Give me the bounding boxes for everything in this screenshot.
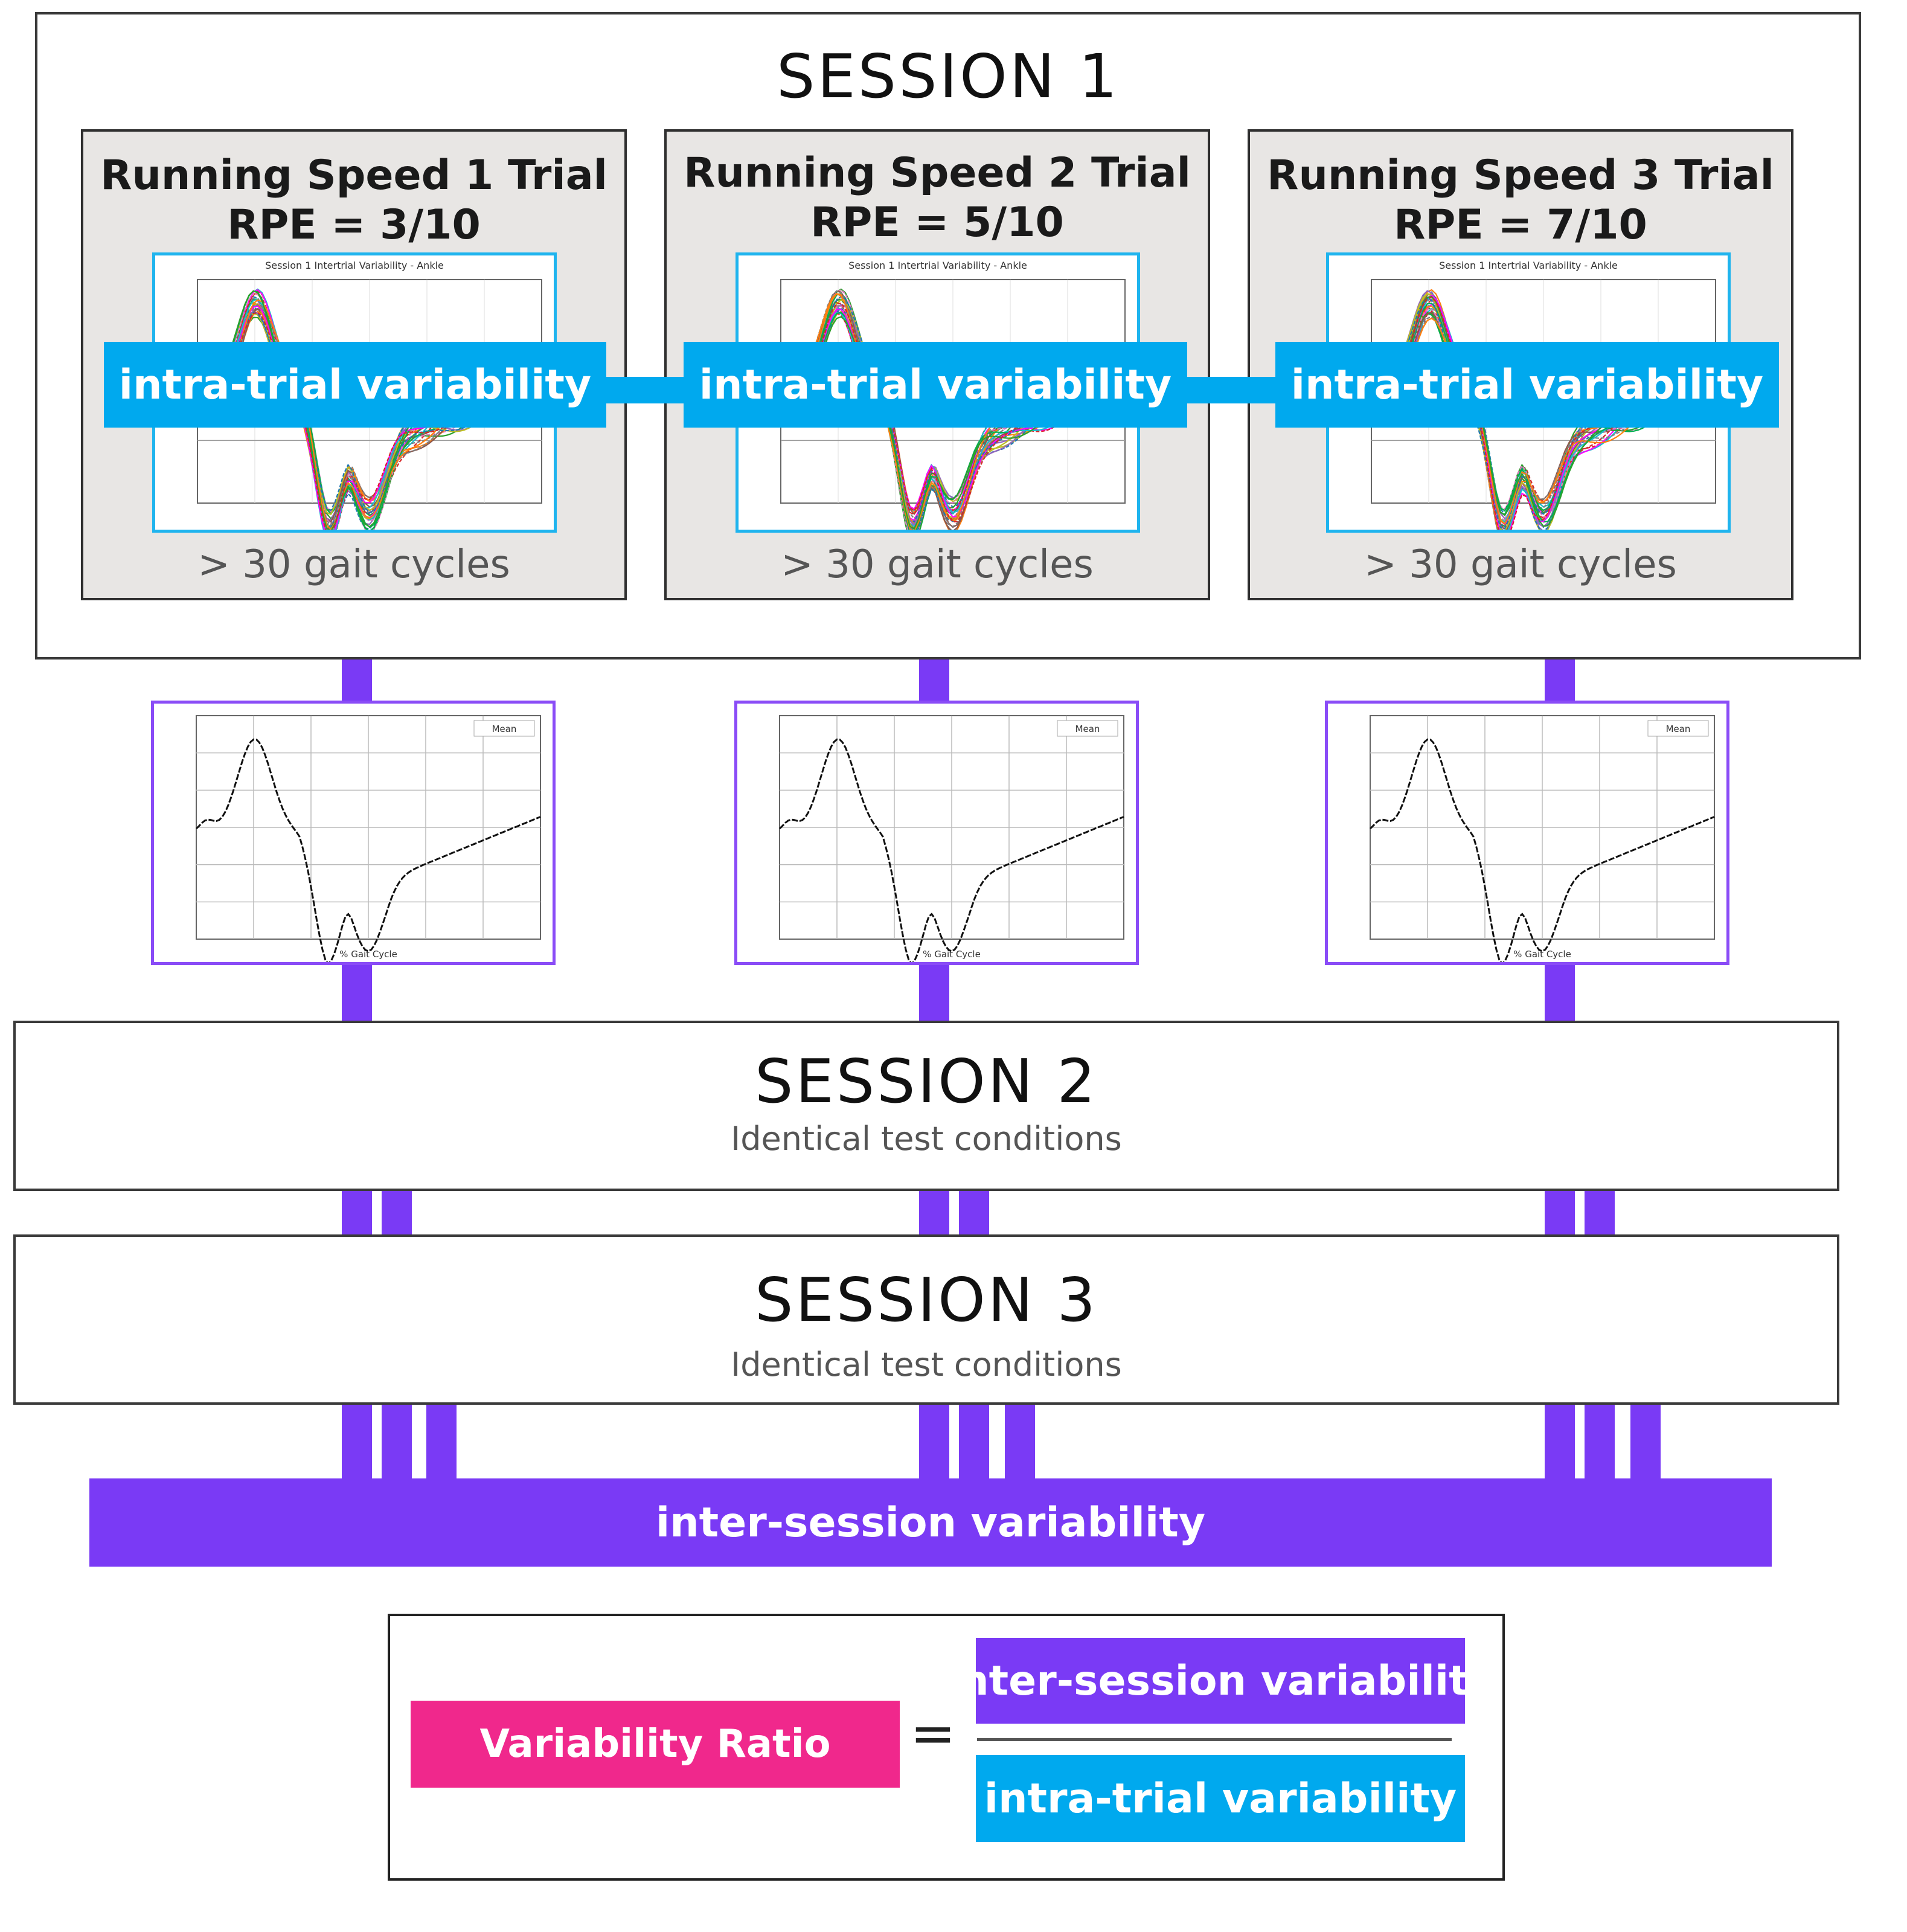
mean-plot-3-svg: Mean % Gait Cycle bbox=[1328, 704, 1726, 966]
mean-plot-2: Mean % Gait Cycle bbox=[734, 701, 1139, 966]
trial-1-cycles: > 30 gait cycles bbox=[197, 542, 510, 587]
trial-3-title: Running Speed 3 Trial RPE = 7/10 bbox=[1250, 151, 1791, 250]
trial-curve bbox=[197, 312, 542, 536]
intra-trial-label-3: intra-trial variability bbox=[1275, 342, 1779, 428]
mean-plot-3: Mean % Gait Cycle bbox=[1325, 701, 1729, 966]
session-1-title: SESSION 1 bbox=[776, 41, 1120, 112]
formula-denominator: intra-trial variability bbox=[976, 1755, 1465, 1842]
trial-2-title: Running Speed 2 Trial RPE = 5/10 bbox=[667, 149, 1208, 248]
connector-s3-3 bbox=[1630, 1405, 1661, 1480]
inter-session-bar: inter-session variability bbox=[89, 1478, 1772, 1567]
variability-ratio-label: Variability Ratio bbox=[411, 1701, 900, 1788]
plot-title: Session 1 Intertrial Variability - Ankle bbox=[848, 260, 1027, 271]
connector-s3-2 bbox=[1005, 1405, 1035, 1480]
x-axis-label: % Gait Cycle bbox=[923, 949, 981, 960]
intra-trial-link-1 bbox=[598, 377, 694, 403]
session-2-title: SESSION 2 bbox=[754, 1046, 1098, 1117]
fraction-line bbox=[977, 1738, 1452, 1741]
plot-background bbox=[1328, 704, 1726, 962]
session-3-title: SESSION 3 bbox=[754, 1265, 1098, 1335]
mean-curve bbox=[778, 738, 1124, 966]
intra-trial-link-2 bbox=[1181, 377, 1278, 403]
mean-plot-1-svg: Mean % Gait Cycle bbox=[154, 704, 553, 966]
trial-3-rpe: RPE = 7/10 bbox=[1394, 201, 1647, 249]
x-axis-label: % Gait Cycle bbox=[339, 949, 397, 960]
session-3-subtitle: Identical test conditions bbox=[731, 1346, 1122, 1384]
legend-label: Mean bbox=[1666, 724, 1691, 734]
intra-trial-label-2: intra-trial variability bbox=[684, 342, 1187, 428]
trial-curve bbox=[1371, 299, 1716, 531]
intra-trial-label-1: intra-trial variability bbox=[104, 342, 606, 428]
mean-plot-1: Mean % Gait Cycle bbox=[151, 701, 556, 966]
formula-numerator: inter-session variability bbox=[946, 1638, 1495, 1724]
trial-2-name: Running Speed 2 Trial bbox=[684, 149, 1191, 197]
plot-title: Session 1 Intertrial Variability - Ankle bbox=[1439, 260, 1618, 271]
mean-curve bbox=[195, 738, 541, 966]
legend-label: Mean bbox=[492, 724, 517, 734]
trial-2-cycles: > 30 gait cycles bbox=[781, 542, 1094, 587]
session-2-subtitle: Identical test conditions bbox=[731, 1120, 1122, 1158]
session-3-box: SESSION 3 Identical test conditions bbox=[13, 1234, 1839, 1405]
legend-box bbox=[1647, 720, 1709, 737]
trial-1-title: Running Speed 1 Trial RPE = 3/10 bbox=[83, 151, 624, 250]
mean-curve bbox=[1369, 738, 1715, 966]
trial-3-cycles: > 30 gait cycles bbox=[1364, 542, 1677, 587]
trial-1-name: Running Speed 1 Trial bbox=[100, 152, 607, 199]
x-axis-label: % Gait Cycle bbox=[1513, 949, 1571, 960]
session-2-box: SESSION 2 Identical test conditions bbox=[13, 1021, 1839, 1191]
plot-title: Session 1 Intertrial Variability - Ankle bbox=[265, 260, 444, 271]
plot-background bbox=[737, 704, 1136, 962]
trial-3-name: Running Speed 3 Trial bbox=[1267, 152, 1774, 199]
legend-label: Mean bbox=[1075, 724, 1100, 734]
trial-2-rpe: RPE = 5/10 bbox=[810, 199, 1064, 246]
plot-background bbox=[154, 704, 553, 962]
legend-box bbox=[1057, 720, 1118, 737]
mean-plot-2-svg: Mean % Gait Cycle bbox=[737, 704, 1136, 966]
legend-box bbox=[473, 720, 535, 737]
equals-sign: = bbox=[910, 1702, 956, 1765]
trial-curve bbox=[197, 290, 542, 531]
trial-1-rpe: RPE = 3/10 bbox=[227, 201, 481, 249]
connector-s3-1 bbox=[426, 1405, 457, 1480]
trial-curve bbox=[1371, 297, 1716, 545]
